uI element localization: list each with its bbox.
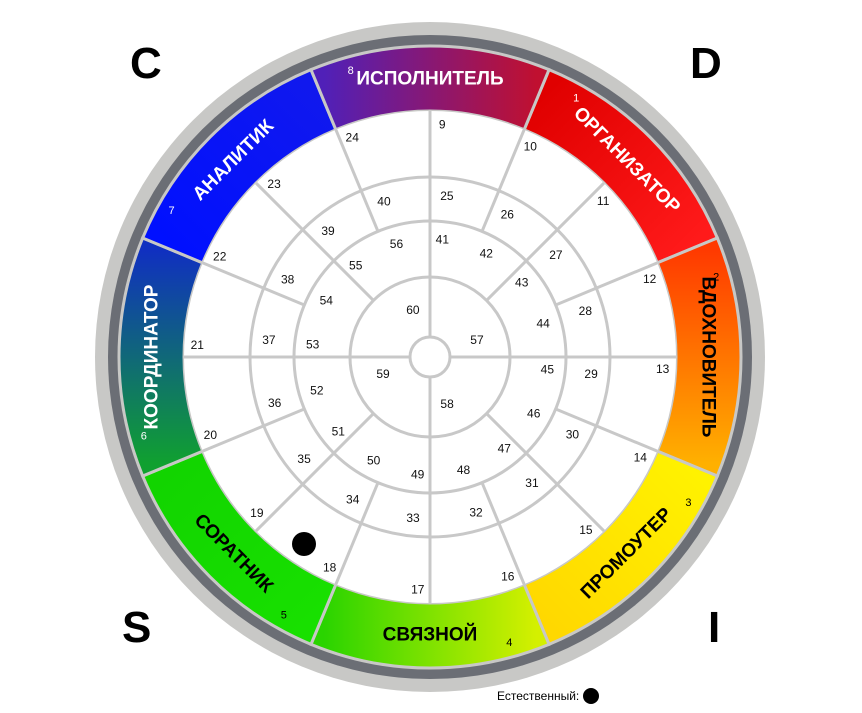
role-number: 8 [348, 65, 354, 77]
score-cell-label: 38 [281, 273, 295, 287]
score-cell-label: 36 [268, 396, 282, 410]
score-cell-label: 12 [643, 272, 657, 286]
grid-spoke-minor [334, 129, 380, 232]
score-cell-label: 58 [440, 397, 454, 411]
grid-spoke-minor [202, 407, 305, 453]
score-cell-label: 23 [267, 177, 281, 191]
grid-spoke-minor [334, 482, 380, 585]
score-cell-label: 44 [536, 316, 550, 330]
score-cell-label: 37 [262, 333, 276, 347]
score-cell-label: 22 [213, 250, 227, 264]
grid-spoke-minor [202, 261, 305, 307]
score-cell-label: 19 [250, 506, 264, 520]
corner-letter-i: I [708, 603, 721, 652]
role-label: ВДОХНОВИТЕЛЬ [698, 277, 719, 438]
corner-letter-s: S [122, 603, 152, 652]
role-number: 5 [281, 609, 287, 621]
score-cell-label: 26 [501, 208, 515, 222]
role-number: 7 [168, 205, 174, 217]
score-cell-label: 10 [524, 140, 538, 154]
score-cell-label: 54 [320, 294, 334, 308]
score-cell-label: 48 [457, 463, 471, 477]
grid-spoke-minor [480, 482, 526, 585]
score-cell-label: 42 [480, 246, 494, 260]
grid-spoke-minor [555, 261, 658, 307]
score-cell-label: 41 [436, 233, 450, 247]
score-cell-label: 32 [469, 505, 483, 519]
score-cell-label: 40 [377, 195, 391, 209]
score-cell-label: 49 [411, 467, 425, 481]
natural-marker [292, 532, 316, 556]
score-cell-label: 52 [310, 384, 324, 398]
corner-letter-d: D [690, 39, 722, 88]
score-cell-label: 46 [527, 406, 541, 420]
score-labels: 9 10 11 12 13 14 15 16 17 18 19 20 21 22 23 24 25 26 27 28 2… [191, 117, 670, 596]
score-cell-label: 39 [321, 224, 335, 238]
score-cell-label: 50 [367, 454, 381, 468]
role-number: 2 [713, 272, 719, 284]
score-cell-label: 59 [376, 367, 390, 381]
score-cell-label: 17 [411, 583, 425, 597]
score-cell-label: 43 [515, 276, 529, 290]
score-cell-label: 20 [204, 428, 218, 442]
grid-spoke-diag [485, 412, 606, 533]
score-cell-label: 34 [346, 492, 360, 506]
role-label: ИСПОЛНИТЕЛЬ [356, 69, 503, 90]
score-cell-label: 27 [549, 248, 563, 262]
score-cell-label: 14 [634, 450, 648, 464]
score-cell-label: 29 [584, 367, 598, 381]
legend-label: Естественный: [497, 689, 580, 703]
score-cell-label: 31 [525, 476, 539, 490]
legend-marker-icon [583, 688, 600, 704]
score-cell-label: 56 [390, 237, 404, 251]
corner-letter-c: C [130, 39, 162, 88]
score-cell-label: 16 [501, 570, 515, 584]
score-cell-label: 55 [349, 258, 363, 272]
role-number: 3 [685, 497, 691, 509]
role-number: 4 [506, 637, 512, 649]
score-cell-label: 53 [306, 338, 320, 352]
role-label: КООРДИНАТОР [142, 284, 163, 429]
score-cell-label: 57 [470, 333, 484, 347]
score-cell-label: 28 [579, 304, 593, 318]
score-cell-label: 13 [656, 362, 670, 376]
score-cell-label: 24 [346, 130, 360, 144]
score-cell-label: 33 [406, 511, 420, 525]
role-number: 6 [141, 430, 147, 442]
score-cell-label: 11 [597, 194, 610, 208]
score-cell-label: 51 [332, 424, 346, 438]
score-cell-label: 18 [323, 560, 337, 574]
score-cell-label: 45 [541, 362, 555, 376]
score-cell-label: 9 [439, 117, 446, 131]
score-cell-label: 47 [498, 442, 512, 456]
score-cell-label: 35 [297, 452, 311, 466]
grid-spoke-minor [555, 407, 658, 453]
grid-spoke-diag [485, 181, 606, 302]
legend: Естественный: [497, 688, 600, 704]
grid-spoke-minor [480, 129, 526, 232]
score-cell-label: 25 [440, 189, 454, 203]
grid-spoke-diag [254, 412, 375, 533]
score-cell-label: 60 [406, 303, 420, 317]
grid-spoke-diag [254, 181, 375, 302]
role-number: 1 [573, 93, 579, 105]
role-label: СВЯЗНОЙ [383, 624, 478, 646]
score-cell-label: 21 [191, 338, 205, 352]
score-grid [184, 111, 676, 603]
score-cell-label: 15 [579, 523, 593, 537]
score-cell-label: 30 [566, 427, 580, 441]
